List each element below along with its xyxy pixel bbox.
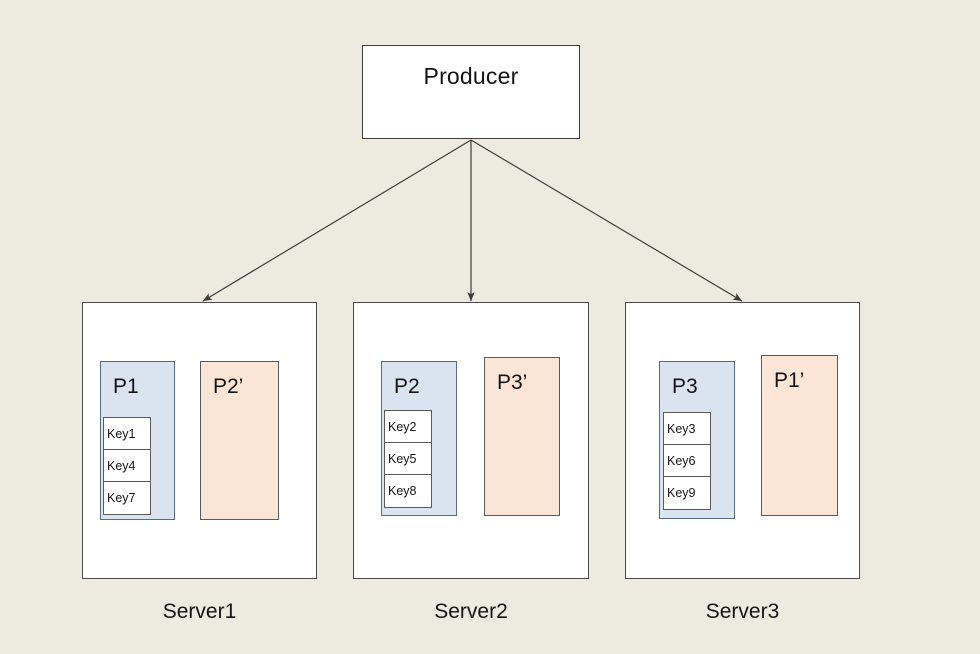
producer-node: Producer [362, 45, 580, 139]
partition-p3-label: P3 [672, 375, 698, 398]
server-caption-3: Server3 [705, 600, 780, 623]
edge-producer-to-server3 [470, 139, 743, 302]
edge-producer-to-server1 [202, 139, 472, 302]
key-cell: Key7 [104, 482, 150, 514]
keystack-p1: Key1 Key4 Key7 [103, 417, 151, 515]
replica-p2-prime-label: P2’ [213, 375, 244, 398]
key-cell: Key5 [385, 443, 431, 475]
key-cell: Key6 [664, 445, 710, 477]
replica-p2-prime: P2’ [200, 361, 279, 520]
partition-p1-label: P1 [113, 375, 139, 398]
key-cell: Key2 [385, 411, 431, 443]
server-caption-1: Server1 [162, 600, 237, 623]
keystack-p2: Key2 Key5 Key8 [384, 410, 432, 508]
key-cell: Key1 [104, 418, 150, 450]
replica-p3-prime: P3’ [484, 357, 560, 516]
replica-p1-prime-label: P1’ [774, 369, 805, 392]
keystack-p3: Key3 Key6 Key9 [663, 412, 711, 510]
partition-p2-label: P2 [394, 375, 420, 398]
key-cell: Key9 [664, 477, 710, 509]
replica-p3-prime-label: P3’ [497, 371, 528, 394]
key-cell: Key3 [664, 413, 710, 445]
key-cell: Key4 [104, 450, 150, 482]
key-cell: Key8 [385, 475, 431, 507]
server-caption-2: Server2 [434, 600, 508, 623]
replica-p1-prime: P1’ [761, 355, 838, 516]
producer-label: Producer [423, 63, 519, 89]
